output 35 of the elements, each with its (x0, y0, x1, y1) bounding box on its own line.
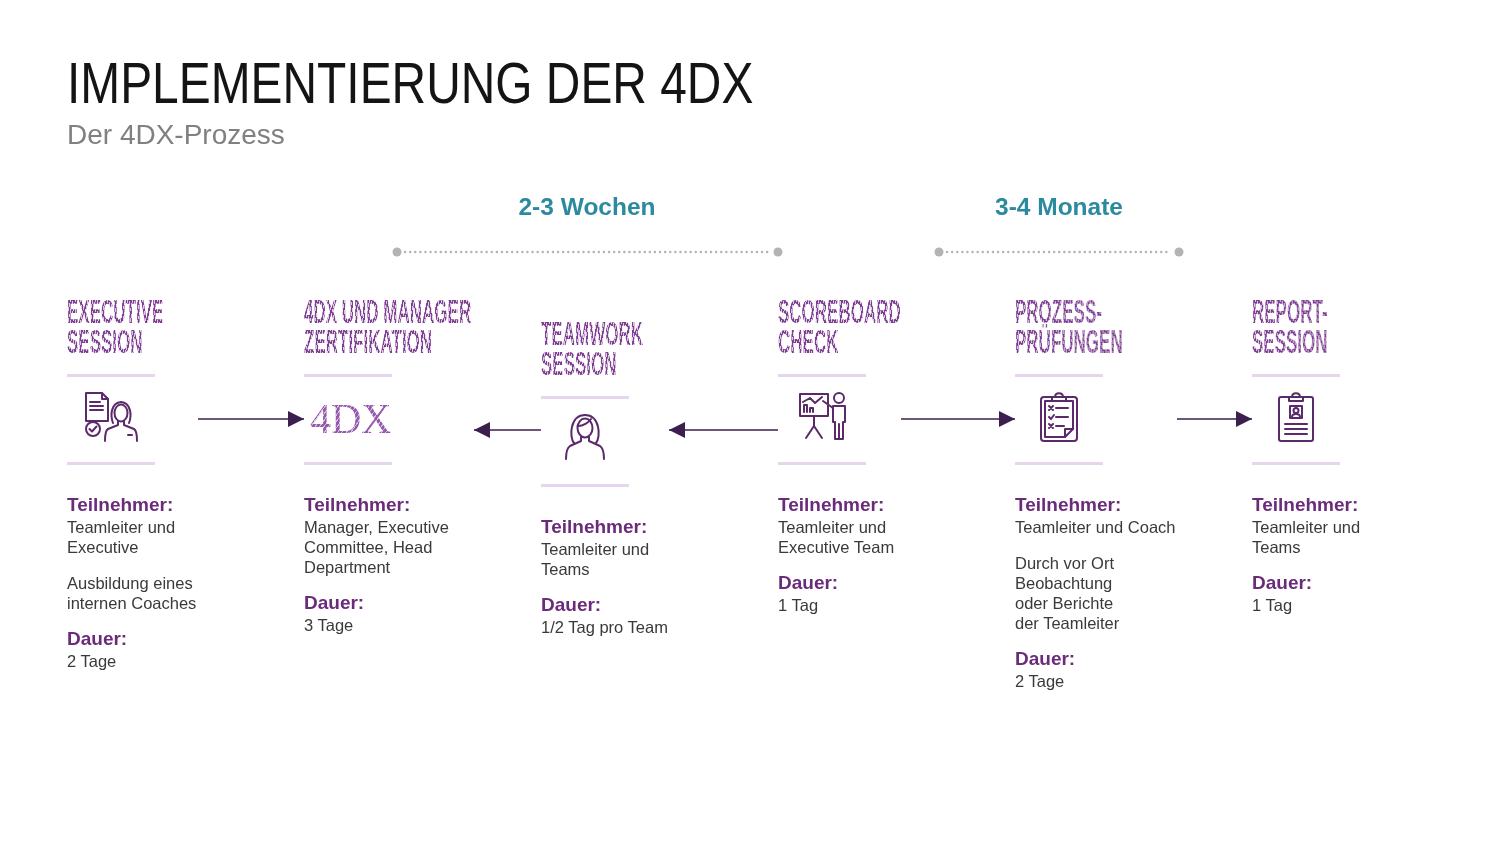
subtitle: Der 4DX-Prozess (67, 119, 285, 151)
body-text: Teamleiter und Executive Team (778, 517, 896, 557)
field-label: Teilnehmer: (1015, 494, 1122, 516)
arrow (473, 422, 542, 438)
arrow (668, 422, 779, 438)
arrow (900, 411, 1016, 427)
field-label: Teilnehmer: (541, 516, 648, 538)
body-text: Teamleiter und Executive (67, 517, 177, 557)
field-label: Teilnehmer: (1252, 494, 1359, 516)
field-label: Dauer: (67, 628, 128, 650)
field-label: Teilnehmer: (67, 494, 174, 516)
body-text: 2 Tage (67, 651, 118, 671)
body-text: Teamleiter und Teams (1252, 517, 1362, 557)
page-title: IMPLEMENTIERUNG DER 4DX (67, 52, 754, 114)
body-text: 1 Tag (1252, 595, 1294, 615)
body-text: Teamleiter und Coach (1015, 517, 1177, 537)
field-label: Dauer: (304, 592, 365, 614)
field-label: Dauer: (778, 572, 839, 594)
body-text: 1/2 Tag pro Team (541, 617, 669, 637)
arrow (197, 411, 305, 427)
body-text: Teamleiter und Teams (541, 539, 651, 579)
body-text: 3 Tage (304, 615, 355, 635)
field-label: Dauer: (541, 594, 602, 616)
field-label: Teilnehmer: (304, 494, 411, 516)
span-label: 2-3 Wochen (518, 192, 656, 222)
span-label: 3-4 Monate (995, 192, 1123, 222)
body-text: Ausbildung eines internen Coaches (67, 573, 198, 613)
body-text: Durch vor Ort Beobachtung oder Berichte der Teamleiter (1015, 553, 1121, 633)
field-label: Dauer: (1015, 648, 1076, 670)
body-text: 2 Tage (1015, 671, 1066, 691)
body-text: Manager, Executive Committee, Head Department (304, 517, 450, 577)
arrow (1176, 411, 1253, 427)
body-text: 1 Tag (778, 595, 820, 615)
field-label: Teilnehmer: (778, 494, 885, 516)
field-label: Dauer: (1252, 572, 1313, 594)
